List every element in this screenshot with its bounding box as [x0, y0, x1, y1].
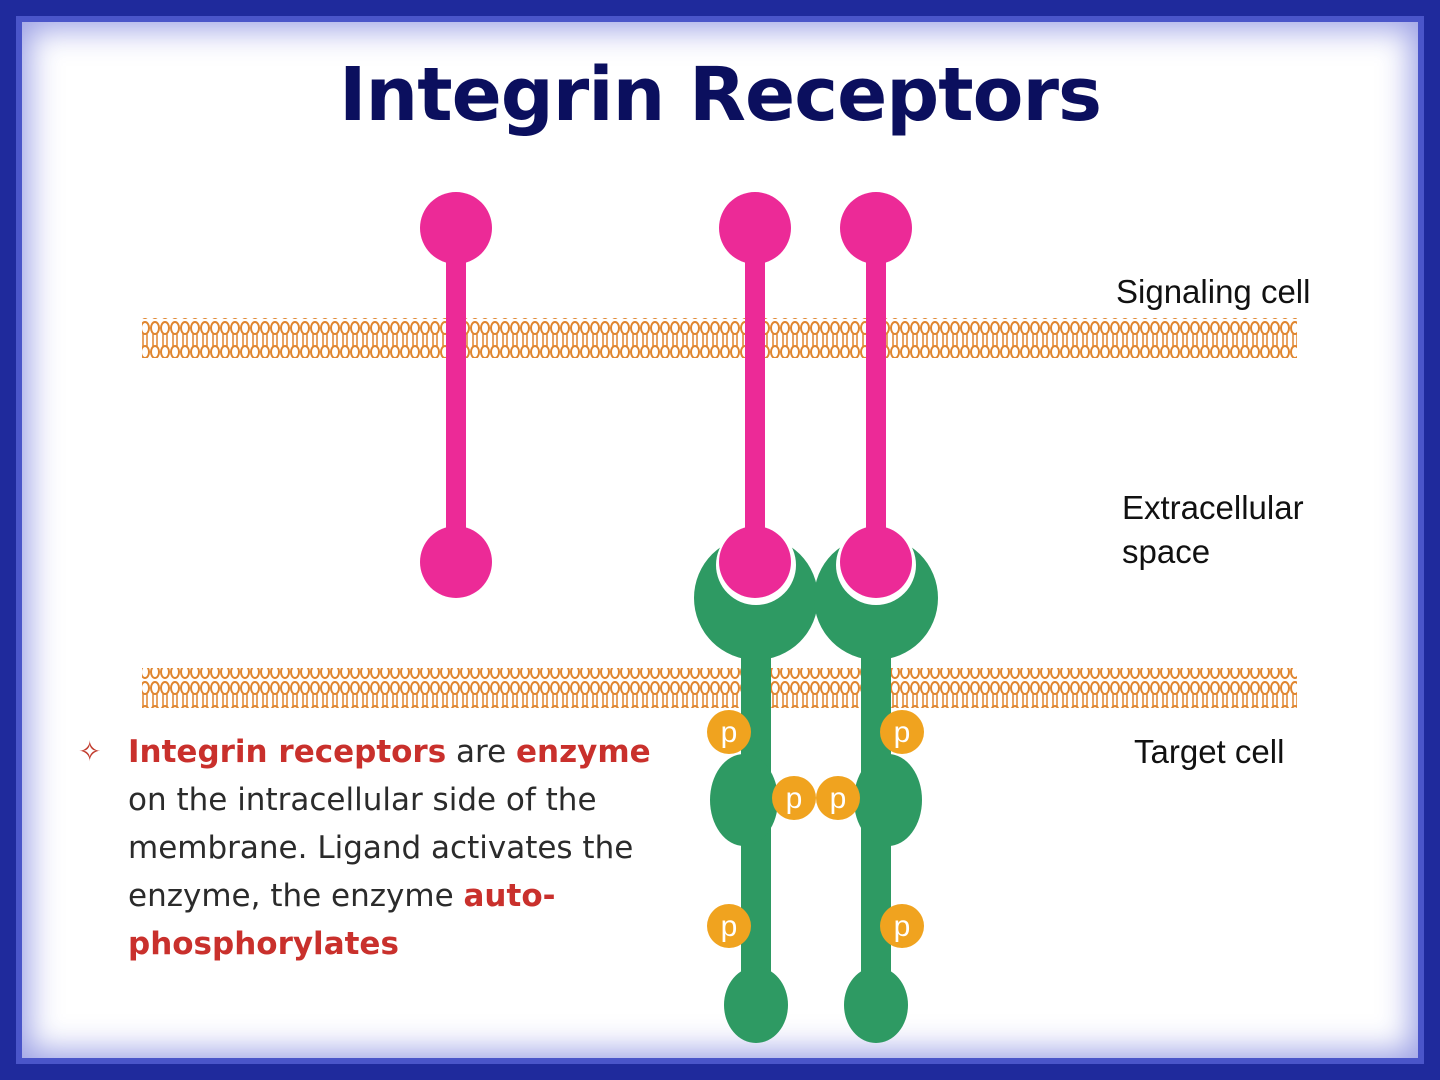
svg-text:p: p — [721, 910, 738, 943]
svg-text:p: p — [894, 716, 911, 749]
target-cell-membrane — [142, 668, 1297, 708]
bullet-highlight-autophosphorylates: auto-phosphorylates — [128, 878, 556, 962]
signaling-cell-membrane — [142, 318, 1297, 358]
bullet-highlight-integrin: Integrin receptors — [128, 734, 447, 770]
phosphate-2: p — [880, 710, 924, 754]
slide-title: Integrin Receptors — [339, 52, 1102, 138]
ligand-unbound — [420, 192, 492, 598]
extracellular-label-line2: space — [1122, 533, 1211, 570]
svg-text:p: p — [786, 782, 803, 815]
svg-text:p: p — [721, 716, 738, 749]
phosphate-3: p — [772, 776, 816, 820]
signaling-cell-label: Signaling cell — [1116, 273, 1311, 310]
phosphate-6: p — [880, 904, 924, 948]
phosphate-1: p — [707, 710, 751, 754]
phosphate-5: p — [707, 904, 751, 948]
extracellular-label-line1: Extracellular — [1122, 489, 1304, 526]
diamond-star-icon: ✧ — [78, 735, 102, 768]
svg-text:p: p — [830, 782, 847, 815]
bullet-text-body: on the intracellular side of the membran… — [128, 782, 634, 914]
ligand-bound-left — [719, 192, 791, 598]
bullet-text-are: are — [446, 734, 517, 770]
target-cell-label: Target cell — [1134, 733, 1285, 770]
phosphate-4: p — [816, 776, 860, 820]
svg-text:p: p — [894, 910, 911, 943]
bullet-point: ✧ Integrin receptors are enzyme on the i… — [78, 728, 678, 968]
bullet-highlight-enzyme: enzyme — [516, 734, 651, 770]
bullet-text: Integrin receptors are enzyme on the int… — [128, 728, 678, 968]
ligand-bound-right — [840, 192, 912, 598]
